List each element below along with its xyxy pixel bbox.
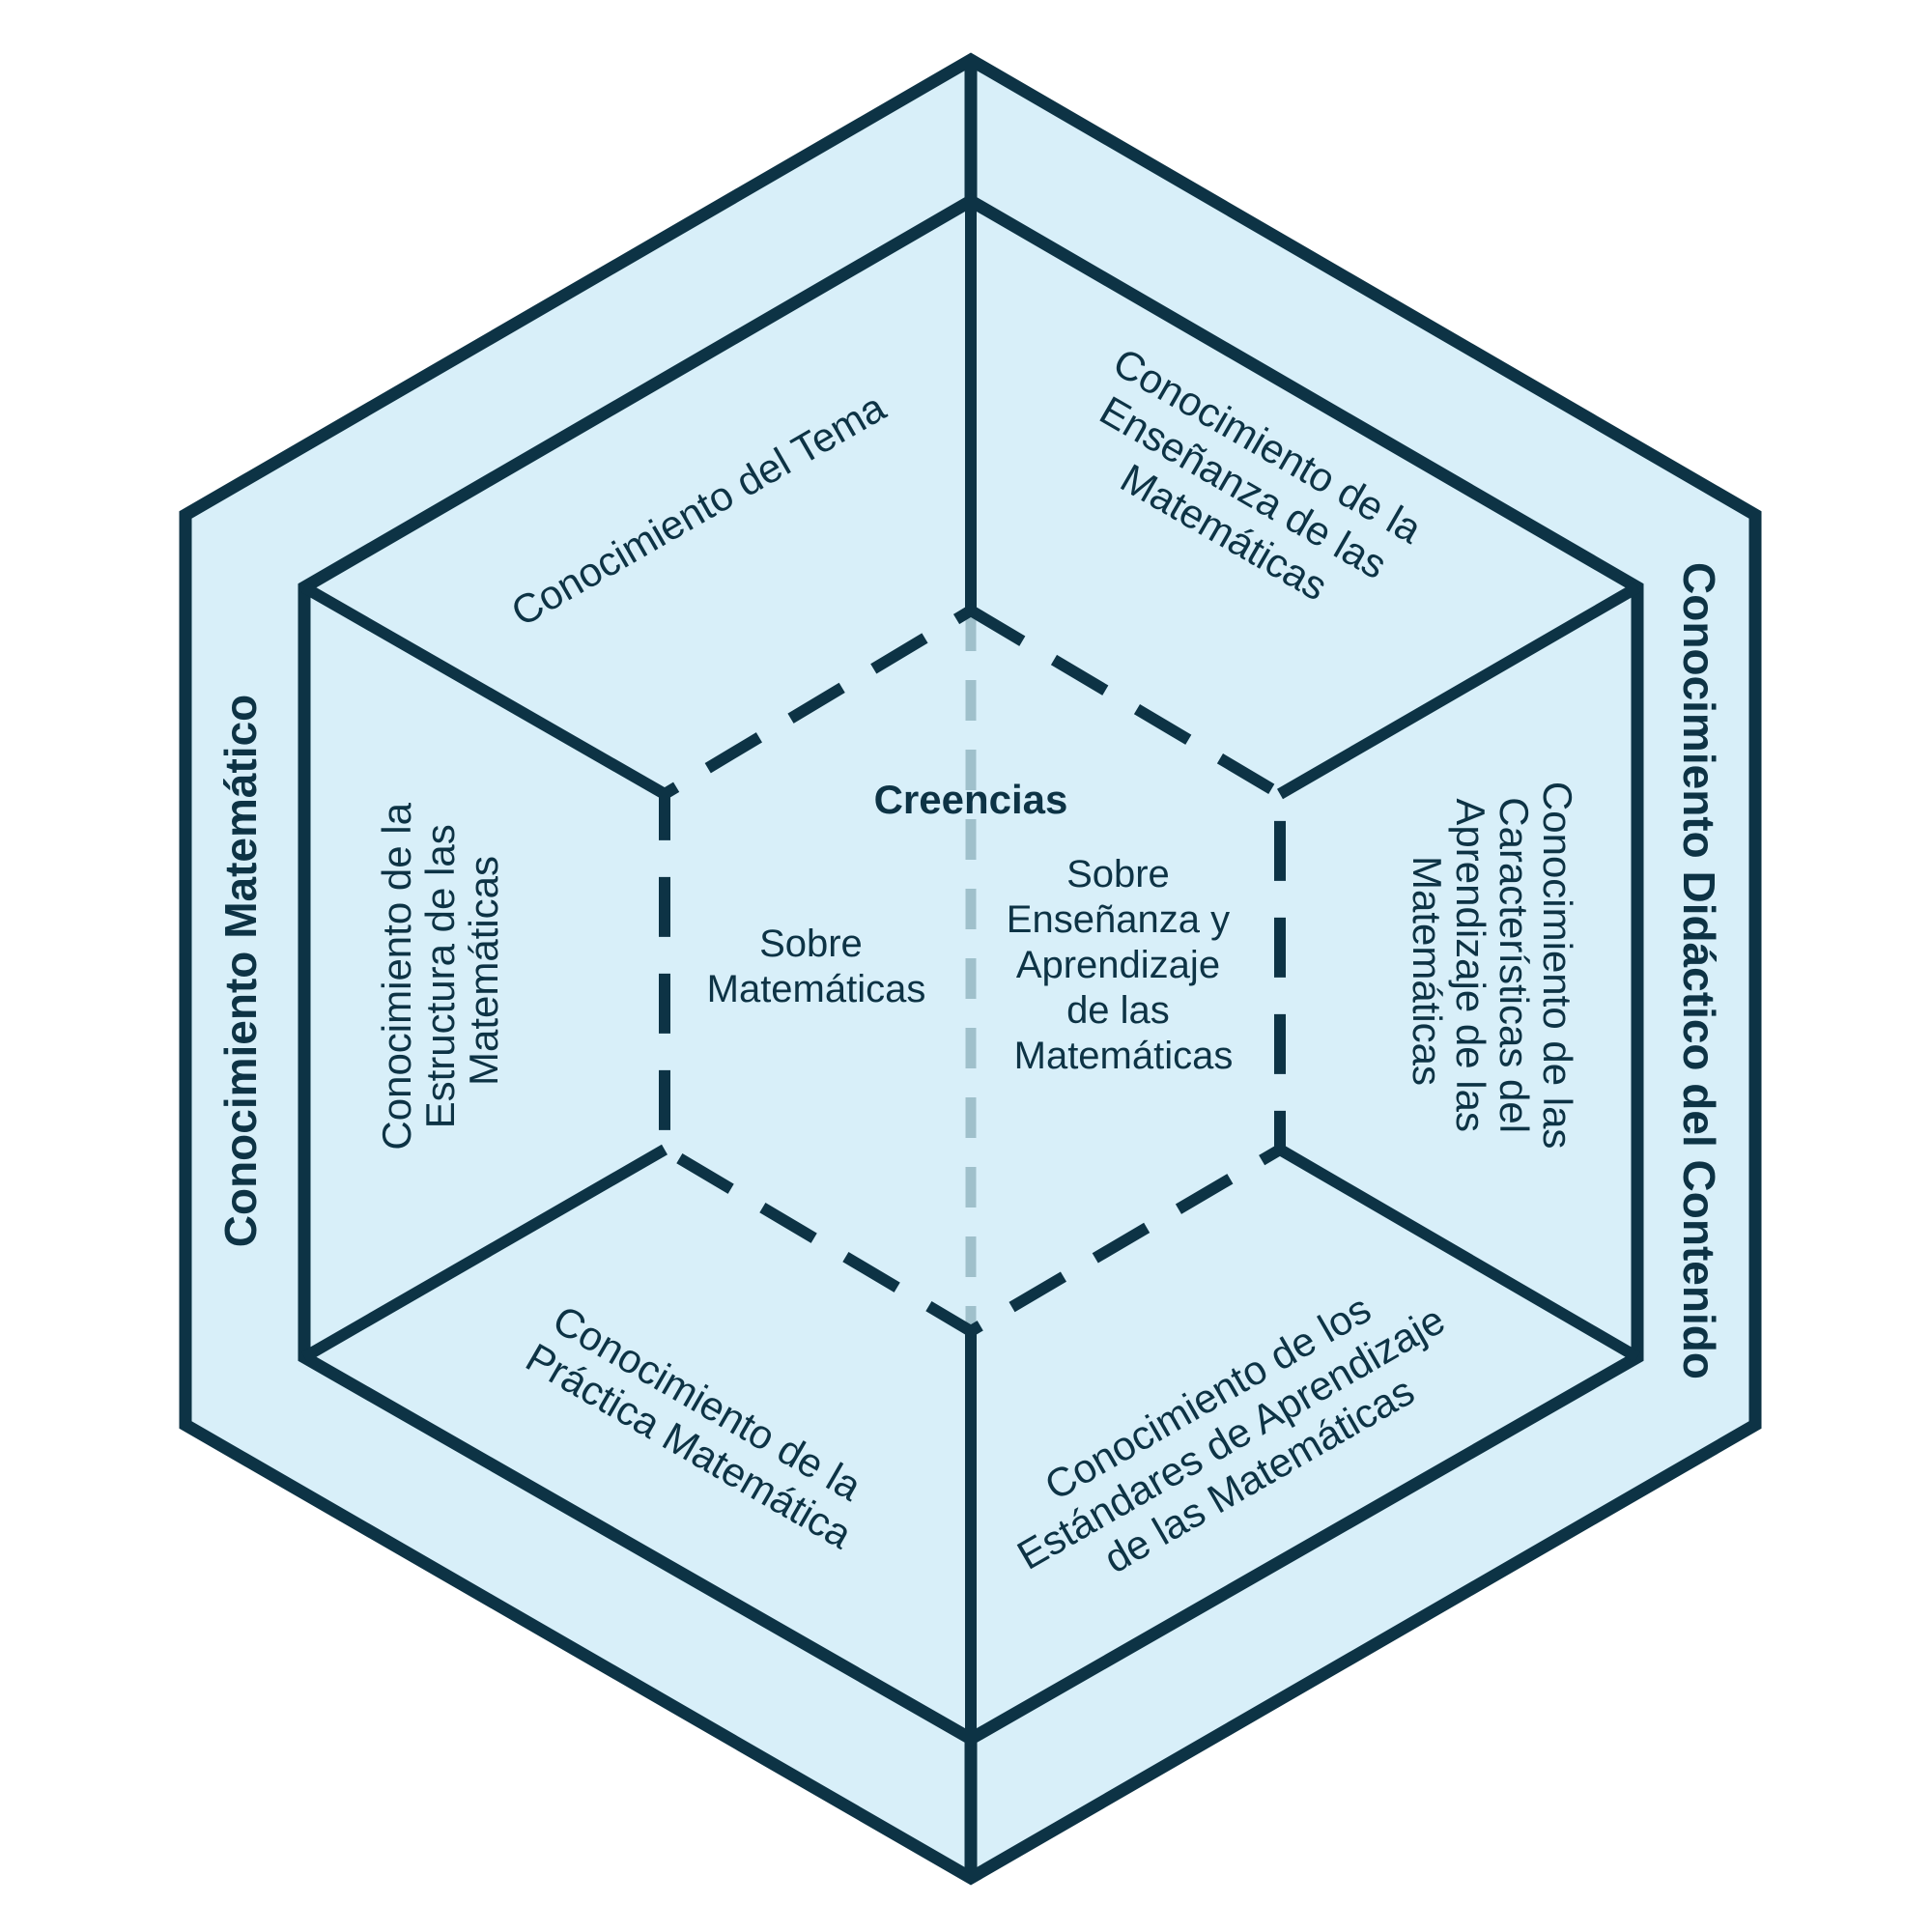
spoke-lower-left xyxy=(301,1144,668,1363)
spoke-upper-right xyxy=(1276,582,1641,800)
section-right: Conocimiento de las Características del … xyxy=(1405,781,1580,1160)
section-right-line: Conocimiento de las xyxy=(1535,781,1580,1150)
center-title: Creencias xyxy=(874,777,1068,822)
outer-label-left: Conocimiento Matemático xyxy=(215,695,266,1248)
center-right-line: Aprendizaje xyxy=(1016,944,1220,986)
center-right-line: Sobre xyxy=(1066,853,1170,895)
outer-label-right: Conocimiento Didáctico del Contenido xyxy=(1674,562,1724,1379)
section-right-line: Aprendizaje de las xyxy=(1448,798,1493,1132)
section-top-right: Conocimiento de la Enseñanza de las Mate… xyxy=(1058,339,1439,641)
section-right-line: Características del xyxy=(1492,797,1537,1133)
center-right-line: Matemáticas xyxy=(1014,1035,1234,1077)
spoke-upper-left xyxy=(301,582,668,800)
section-left-line: Conocimiento de la xyxy=(374,802,419,1150)
section-left-line: Estructura de las xyxy=(417,824,463,1128)
spoke-lower-right xyxy=(1276,1144,1641,1363)
center-left-label: Sobre Matemáticas xyxy=(707,923,926,1010)
section-right-line: Matemáticas xyxy=(1405,856,1450,1086)
center-right-label: Sobre Enseñanza y Aprendizaje de las Mat… xyxy=(1007,853,1240,1077)
center-right-line: de las xyxy=(1066,989,1170,1032)
center-right-line: Enseñanza y xyxy=(1007,898,1230,941)
beliefs-dashed-hexagon xyxy=(659,604,1286,1338)
section-left: Conocimiento de la Estructura de las Mat… xyxy=(374,791,506,1150)
section-left-line: Matemáticas xyxy=(461,856,506,1086)
center-left-line: Sobre xyxy=(759,923,863,965)
center-left-line: Matemáticas xyxy=(707,968,926,1010)
